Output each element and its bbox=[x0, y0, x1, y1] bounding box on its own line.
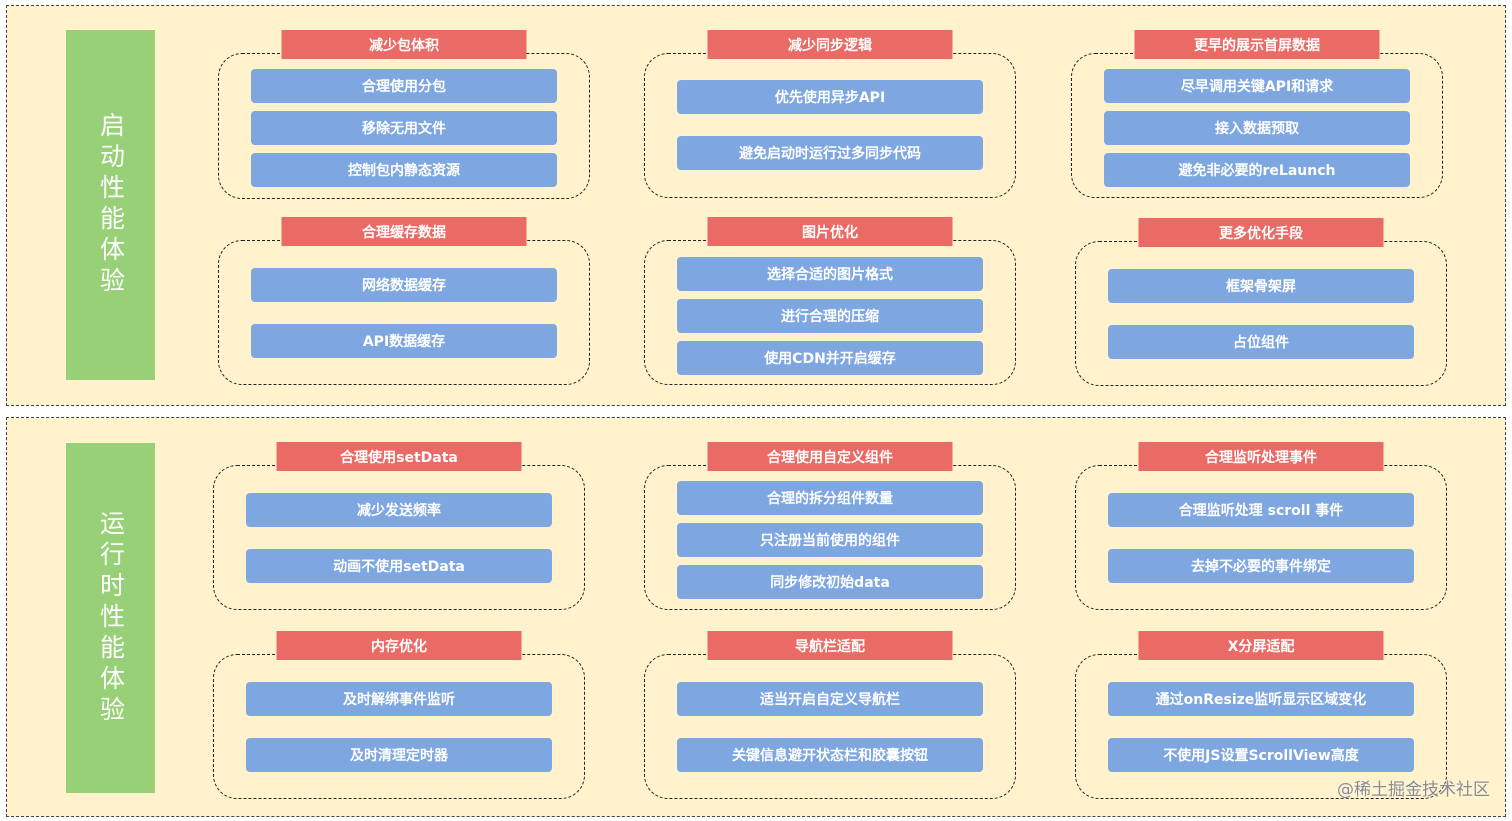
runtime-performance-section: 运行时性能体验 合理使用setData 减少发送频率 动画不使用setData … bbox=[6, 417, 1506, 817]
section-title-runtime: 运行时性能体验 bbox=[66, 443, 155, 793]
item-box: 进行合理的压缩 bbox=[677, 299, 983, 333]
item-box: 关键信息避开状态栏和胶囊按钮 bbox=[677, 738, 983, 772]
group-more-optimizations: 更多优化手段 框架骨架屏 占位组件 bbox=[1075, 218, 1447, 386]
group-cache-data: 合理缓存数据 网络数据缓存 API数据缓存 bbox=[218, 217, 590, 385]
group-early-first-screen-data: 更早的展示首屏数据 尽早调用关键API和请求 接入数据预取 避免非必要的reLa… bbox=[1071, 30, 1443, 198]
item-box: 动画不使用setData bbox=[246, 549, 552, 583]
group-title: 减少同步逻辑 bbox=[707, 30, 953, 59]
group-title: 合理使用自定义组件 bbox=[707, 442, 953, 471]
group-image-optimization: 图片优化 选择合适的图片格式 进行合理的压缩 使用CDN并开启缓存 bbox=[644, 217, 1016, 385]
group-x-split-screen: X分屏适配 通过onResize监听显示区域变化 不使用JS设置ScrollVi… bbox=[1075, 631, 1447, 799]
item-box: 合理的拆分组件数量 bbox=[677, 481, 983, 515]
item-box: 及时解绑事件监听 bbox=[246, 682, 552, 716]
item-box: 去掉不必要的事件绑定 bbox=[1108, 549, 1414, 583]
item-box: 及时清理定时器 bbox=[246, 738, 552, 772]
group-title: 内存优化 bbox=[276, 631, 522, 660]
watermark: @稀土掘金技术社区 bbox=[1337, 780, 1490, 800]
item-box: 合理监听处理 scroll 事件 bbox=[1108, 493, 1414, 527]
group-title: 合理缓存数据 bbox=[281, 217, 527, 246]
item-box: API数据缓存 bbox=[251, 324, 557, 358]
item-box: 框架骨架屏 bbox=[1108, 269, 1414, 303]
group-title: 减少包体积 bbox=[281, 30, 527, 59]
group-navbar-adaptation: 导航栏适配 适当开启自定义导航栏 关键信息避开状态栏和胶囊按钮 bbox=[644, 631, 1016, 799]
item-box: 网络数据缓存 bbox=[251, 268, 557, 302]
item-box: 只注册当前使用的组件 bbox=[677, 523, 983, 557]
section-title-text: 运行时性能体验 bbox=[96, 509, 126, 727]
group-setdata: 合理使用setData 减少发送频率 动画不使用setData bbox=[213, 442, 585, 610]
item-box: 移除无用文件 bbox=[251, 111, 557, 145]
item-box: 接入数据预取 bbox=[1104, 111, 1410, 145]
group-custom-components: 合理使用自定义组件 合理的拆分组件数量 只注册当前使用的组件 同步修改初始dat… bbox=[644, 442, 1016, 610]
item-box: 占位组件 bbox=[1108, 325, 1414, 359]
group-title: X分屏适配 bbox=[1138, 631, 1384, 660]
group-title: 合理使用setData bbox=[276, 442, 522, 471]
item-box: 优先使用异步API bbox=[677, 80, 983, 114]
item-box: 避免启动时运行过多同步代码 bbox=[677, 136, 983, 170]
section-title-startup: 启动性能体验 bbox=[66, 30, 155, 380]
group-reduce-sync-logic: 减少同步逻辑 优先使用异步API 避免启动时运行过多同步代码 bbox=[644, 30, 1016, 198]
item-box: 尽早调用关键API和请求 bbox=[1104, 69, 1410, 103]
item-box: 减少发送频率 bbox=[246, 493, 552, 527]
section-title-text: 启动性能体验 bbox=[96, 112, 126, 298]
item-box: 不使用JS设置ScrollView高度 bbox=[1108, 738, 1414, 772]
item-box: 适当开启自定义导航栏 bbox=[677, 682, 983, 716]
item-box: 控制包内静态资源 bbox=[251, 153, 557, 187]
startup-performance-section: 启动性能体验 减少包体积 合理使用分包 移除无用文件 控制包内静态资源 减少同步… bbox=[6, 5, 1506, 406]
group-title: 更多优化手段 bbox=[1138, 218, 1384, 247]
group-title: 更早的展示首屏数据 bbox=[1134, 30, 1380, 59]
group-event-handling: 合理监听处理事件 合理监听处理 scroll 事件 去掉不必要的事件绑定 bbox=[1075, 442, 1447, 610]
item-box: 避免非必要的reLaunch bbox=[1104, 153, 1410, 187]
item-box: 选择合适的图片格式 bbox=[677, 257, 983, 291]
group-title: 导航栏适配 bbox=[707, 631, 953, 660]
group-title: 合理监听处理事件 bbox=[1138, 442, 1384, 471]
item-box: 使用CDN并开启缓存 bbox=[677, 341, 983, 375]
item-box: 通过onResize监听显示区域变化 bbox=[1108, 682, 1414, 716]
item-box: 同步修改初始data bbox=[677, 565, 983, 599]
group-title: 图片优化 bbox=[707, 217, 953, 246]
group-memory-optimization: 内存优化 及时解绑事件监听 及时清理定时器 bbox=[213, 631, 585, 799]
group-reduce-package-size: 减少包体积 合理使用分包 移除无用文件 控制包内静态资源 bbox=[218, 30, 590, 199]
item-box: 合理使用分包 bbox=[251, 69, 557, 103]
